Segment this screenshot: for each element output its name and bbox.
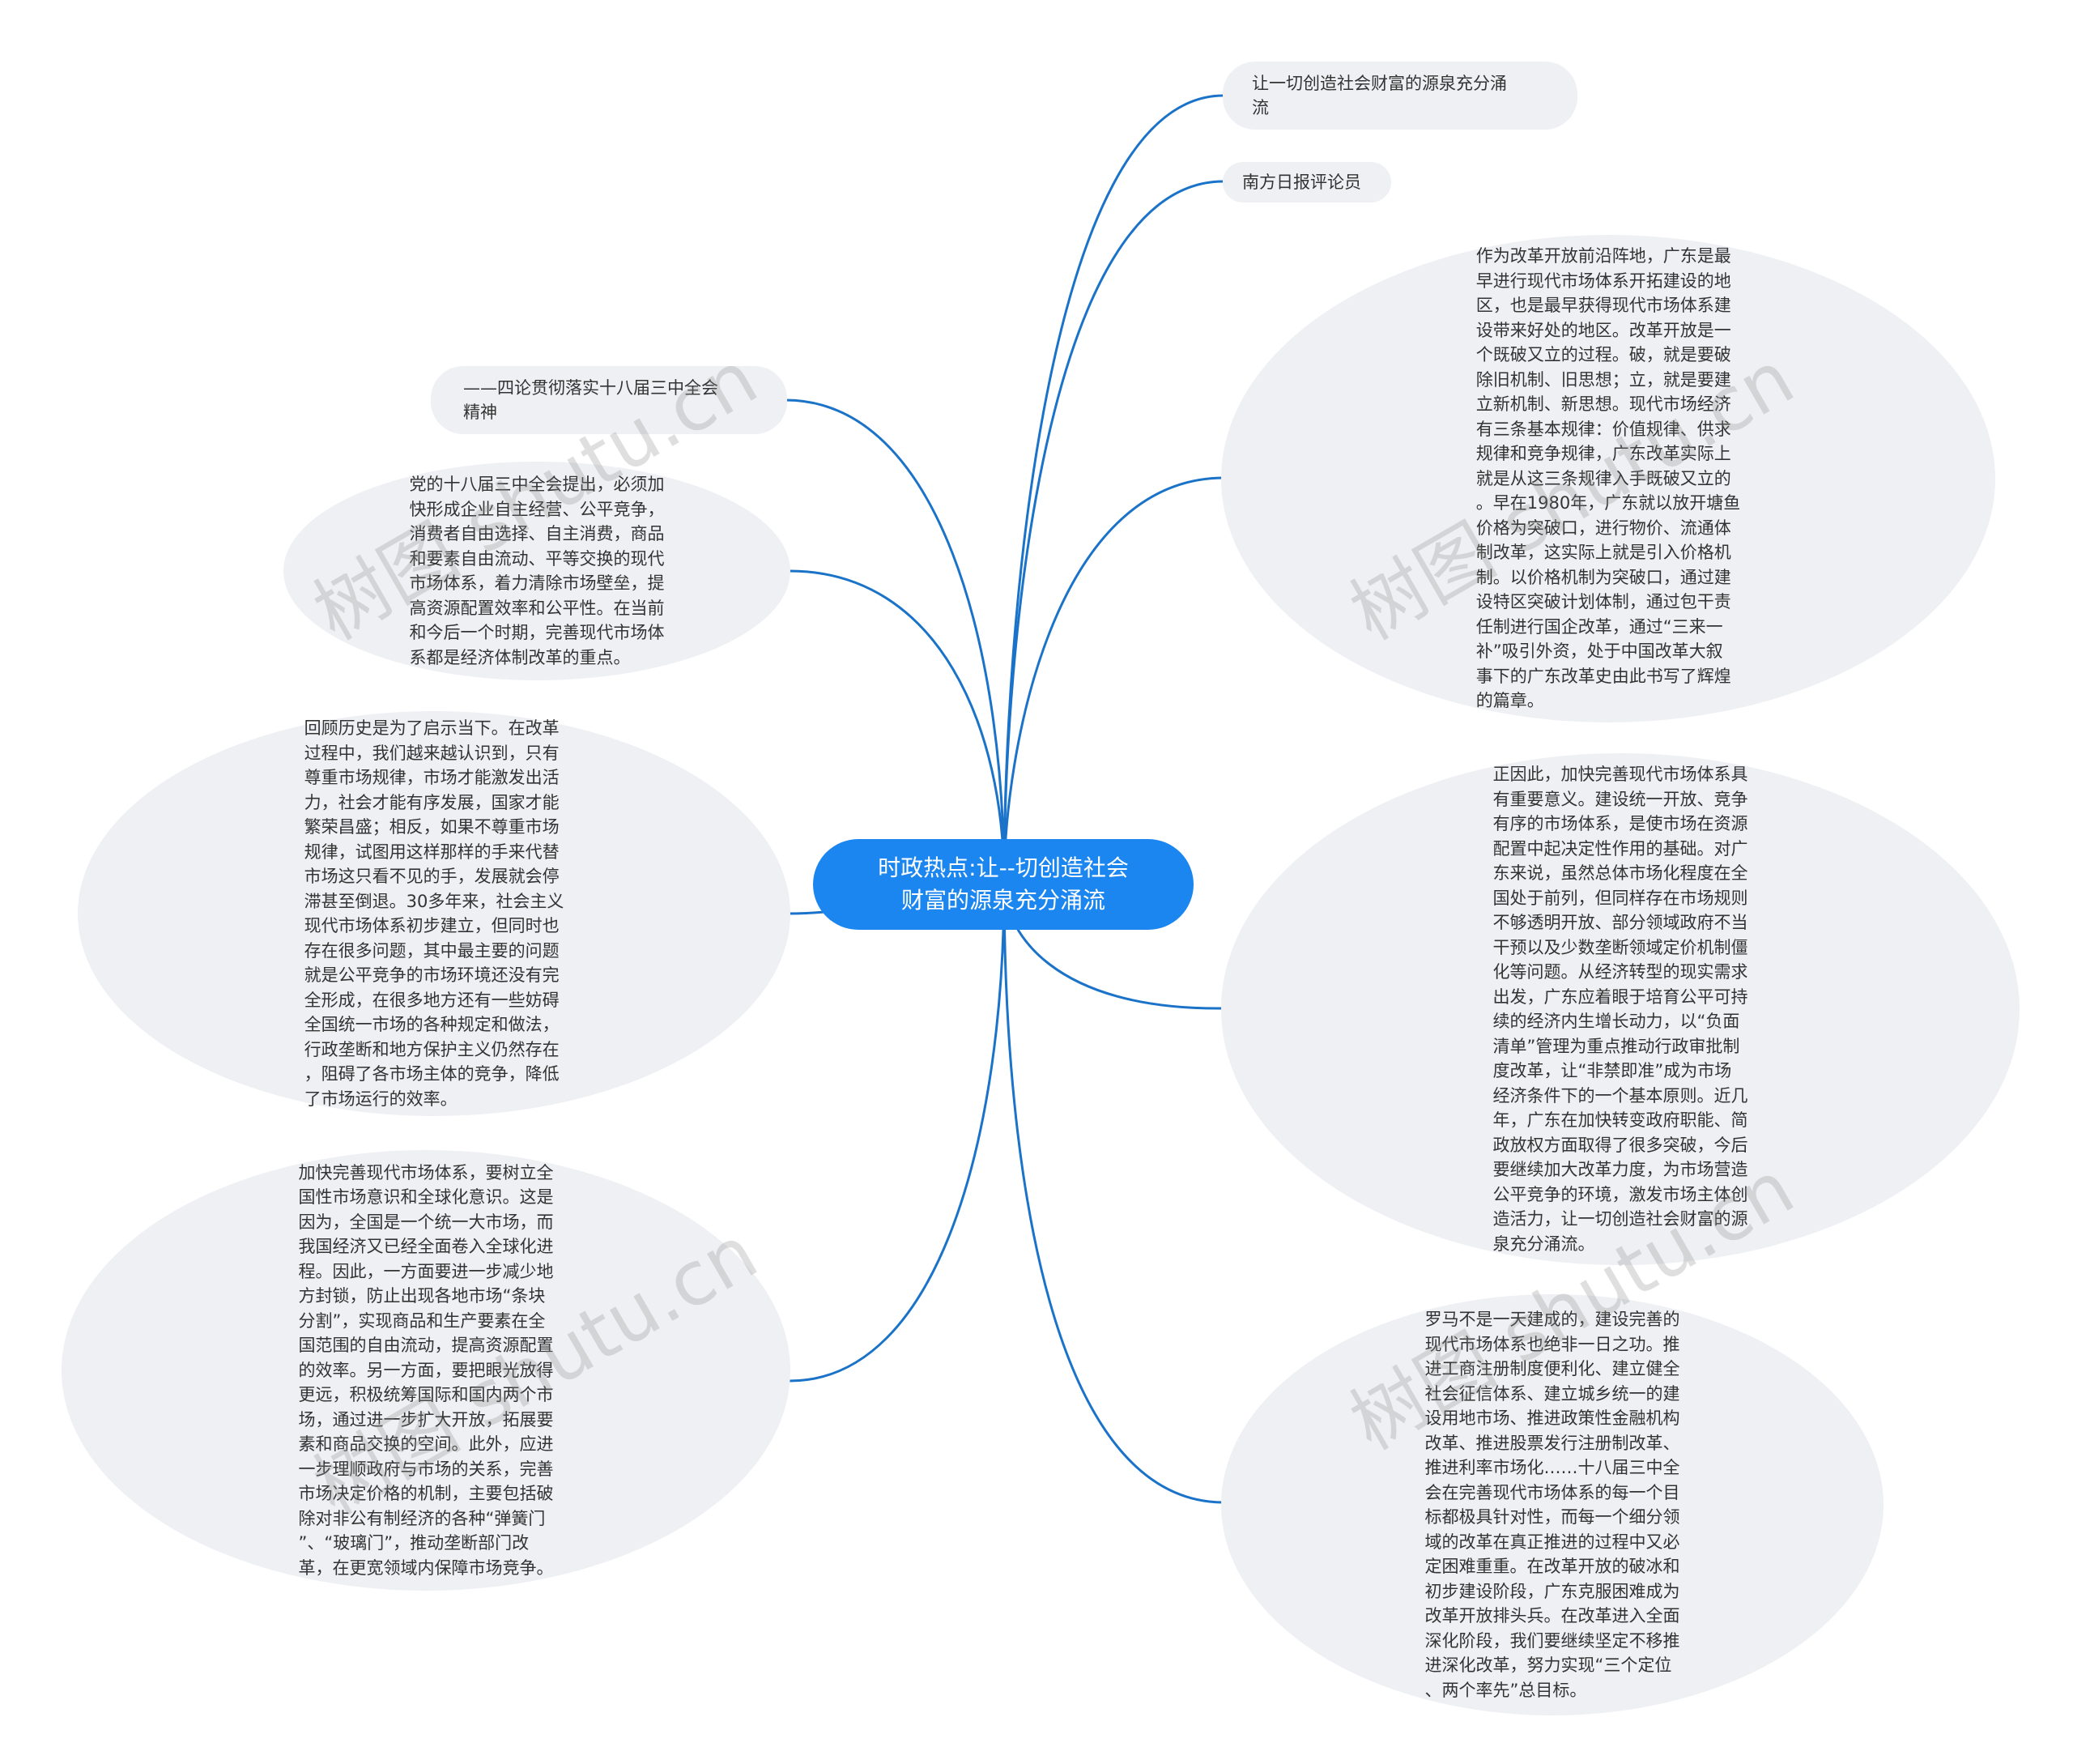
node-r1-text: 让一切创造社会财富的源泉充分涌 流 — [1252, 73, 1507, 118]
node-l1-text: ——四论贯彻落实十八届三中全会 精神 — [463, 377, 718, 423]
node-l4-text: 加快完善现代市场体系，要树立全 国性市场意识和全球化意识。这是 因为，全国是一个… — [298, 1162, 554, 1578]
node-r2-text: 南方日报评论员 — [1242, 172, 1361, 192]
node-r5[interactable]: 罗马不是一天建成的，建设完善的 现代市场体系也绝非一日之功。推 进工商注册制度便… — [1221, 1294, 1884, 1715]
node-l4[interactable]: 加快完善现代市场体系，要树立全 国性市场意识和全球化意识。这是 因为，全国是一个… — [62, 1150, 790, 1591]
link-to-l1 — [785, 398, 1006, 884]
node-l2-text: 党的十八届三中全会提出，必须加 快形成企业自主经营、公平竞争， 消费者自由选择、… — [409, 475, 665, 667]
node-r3-text: 作为改革开放前沿阵地，广东是最 早进行现代市场体系开拓建设的地 区，也是最早获得… — [1475, 246, 1741, 711]
link-to-l2 — [789, 569, 1006, 884]
center-topic[interactable]: 时政热点:让--切创造社会 财富的源泉充分涌流 — [813, 839, 1194, 930]
link-to-l4 — [789, 882, 1006, 1383]
link-to-r2 — [1002, 180, 1224, 884]
center-topic-title: 时政热点:让--切创造社会 财富的源泉充分涌流 — [878, 854, 1129, 914]
node-r1[interactable]: 让一切创造社会财富的源泉充分涌 流 — [1223, 62, 1577, 130]
node-l3[interactable]: 回顾历史是为了启示当下。在改革 过程中，我们越来越认识到，只有 尊重市场规律，市… — [78, 711, 790, 1116]
node-r4-text: 正因此，加快完善现代市场体系具 有重要意义。建设统一开放、竞争 有序的市场体系，… — [1492, 765, 1748, 1254]
node-r4[interactable]: 正因此，加快完善现代市场体系具 有重要意义。建设统一开放、竞争 有序的市场体系，… — [1221, 753, 2020, 1265]
link-to-r3 — [1002, 476, 1224, 884]
node-l1[interactable]: ——四论贯彻落实十八届三中全会 精神 — [431, 366, 787, 434]
node-r3[interactable]: 作为改革开放前沿阵地，广东是最 早进行现代市场体系开拓建设的地 区，也是最早获得… — [1221, 235, 1995, 722]
node-l3-text: 回顾历史是为了启示当下。在改革 过程中，我们越来越认识到，只有 尊重市场规律，市… — [304, 718, 564, 1109]
node-r5-text: 罗马不是一天建成的，建设完善的 现代市场体系也绝非一日之功。推 进工商注册制度便… — [1424, 1310, 1680, 1700]
node-l2[interactable]: 党的十八届三中全会提出，必须加 快形成企业自主经营、公平竞争， 消费者自由选择、… — [283, 462, 790, 680]
link-to-r5 — [1002, 882, 1224, 1504]
node-r2[interactable]: 南方日报评论员 — [1223, 162, 1391, 202]
